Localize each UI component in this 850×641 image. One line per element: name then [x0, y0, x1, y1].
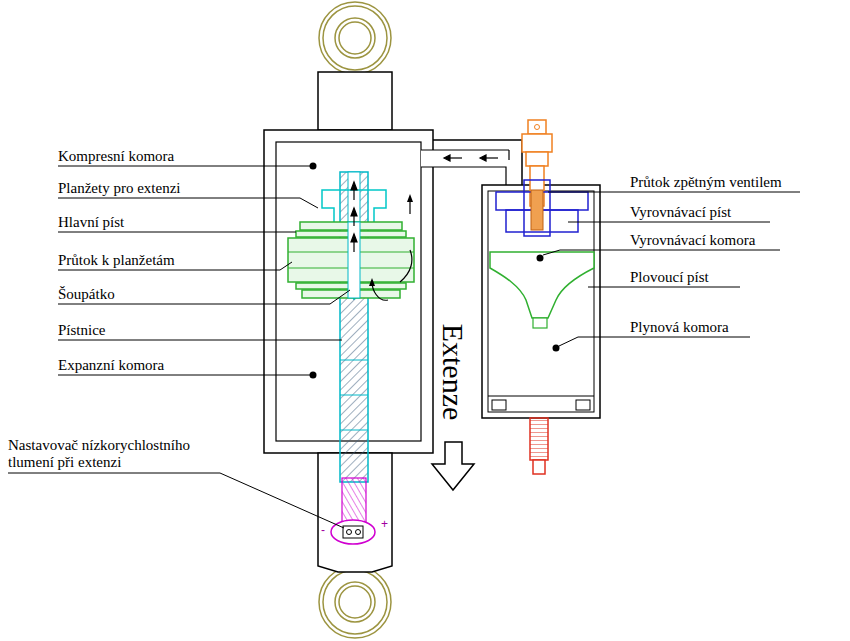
part-label: Kompresní komora	[58, 148, 174, 165]
part-label: Expanzní komora	[58, 357, 164, 374]
part-label: Hlavní píst	[58, 214, 124, 231]
part-label: Průtok zpětným ventilem	[630, 174, 782, 191]
part-label: Vyrovnávací komora	[630, 232, 755, 249]
part-label: Šoupátko	[58, 286, 115, 303]
direction-label: Extenze	[437, 324, 469, 421]
part-label: Pístnice	[58, 322, 106, 339]
part-label: Vyrovnávací píst	[630, 204, 731, 221]
adjust-sign: -	[321, 524, 325, 536]
part-label: Nastavovač nízkorychlostního tlumení při…	[8, 437, 233, 471]
part-label: Plynová komora	[630, 319, 729, 336]
part-label: Průtok k planžetám	[58, 252, 175, 269]
adjust-sign: +	[381, 518, 388, 530]
part-label: Plovoucí píst	[630, 269, 709, 286]
part-label: Planžety pro extenzi	[58, 180, 180, 197]
